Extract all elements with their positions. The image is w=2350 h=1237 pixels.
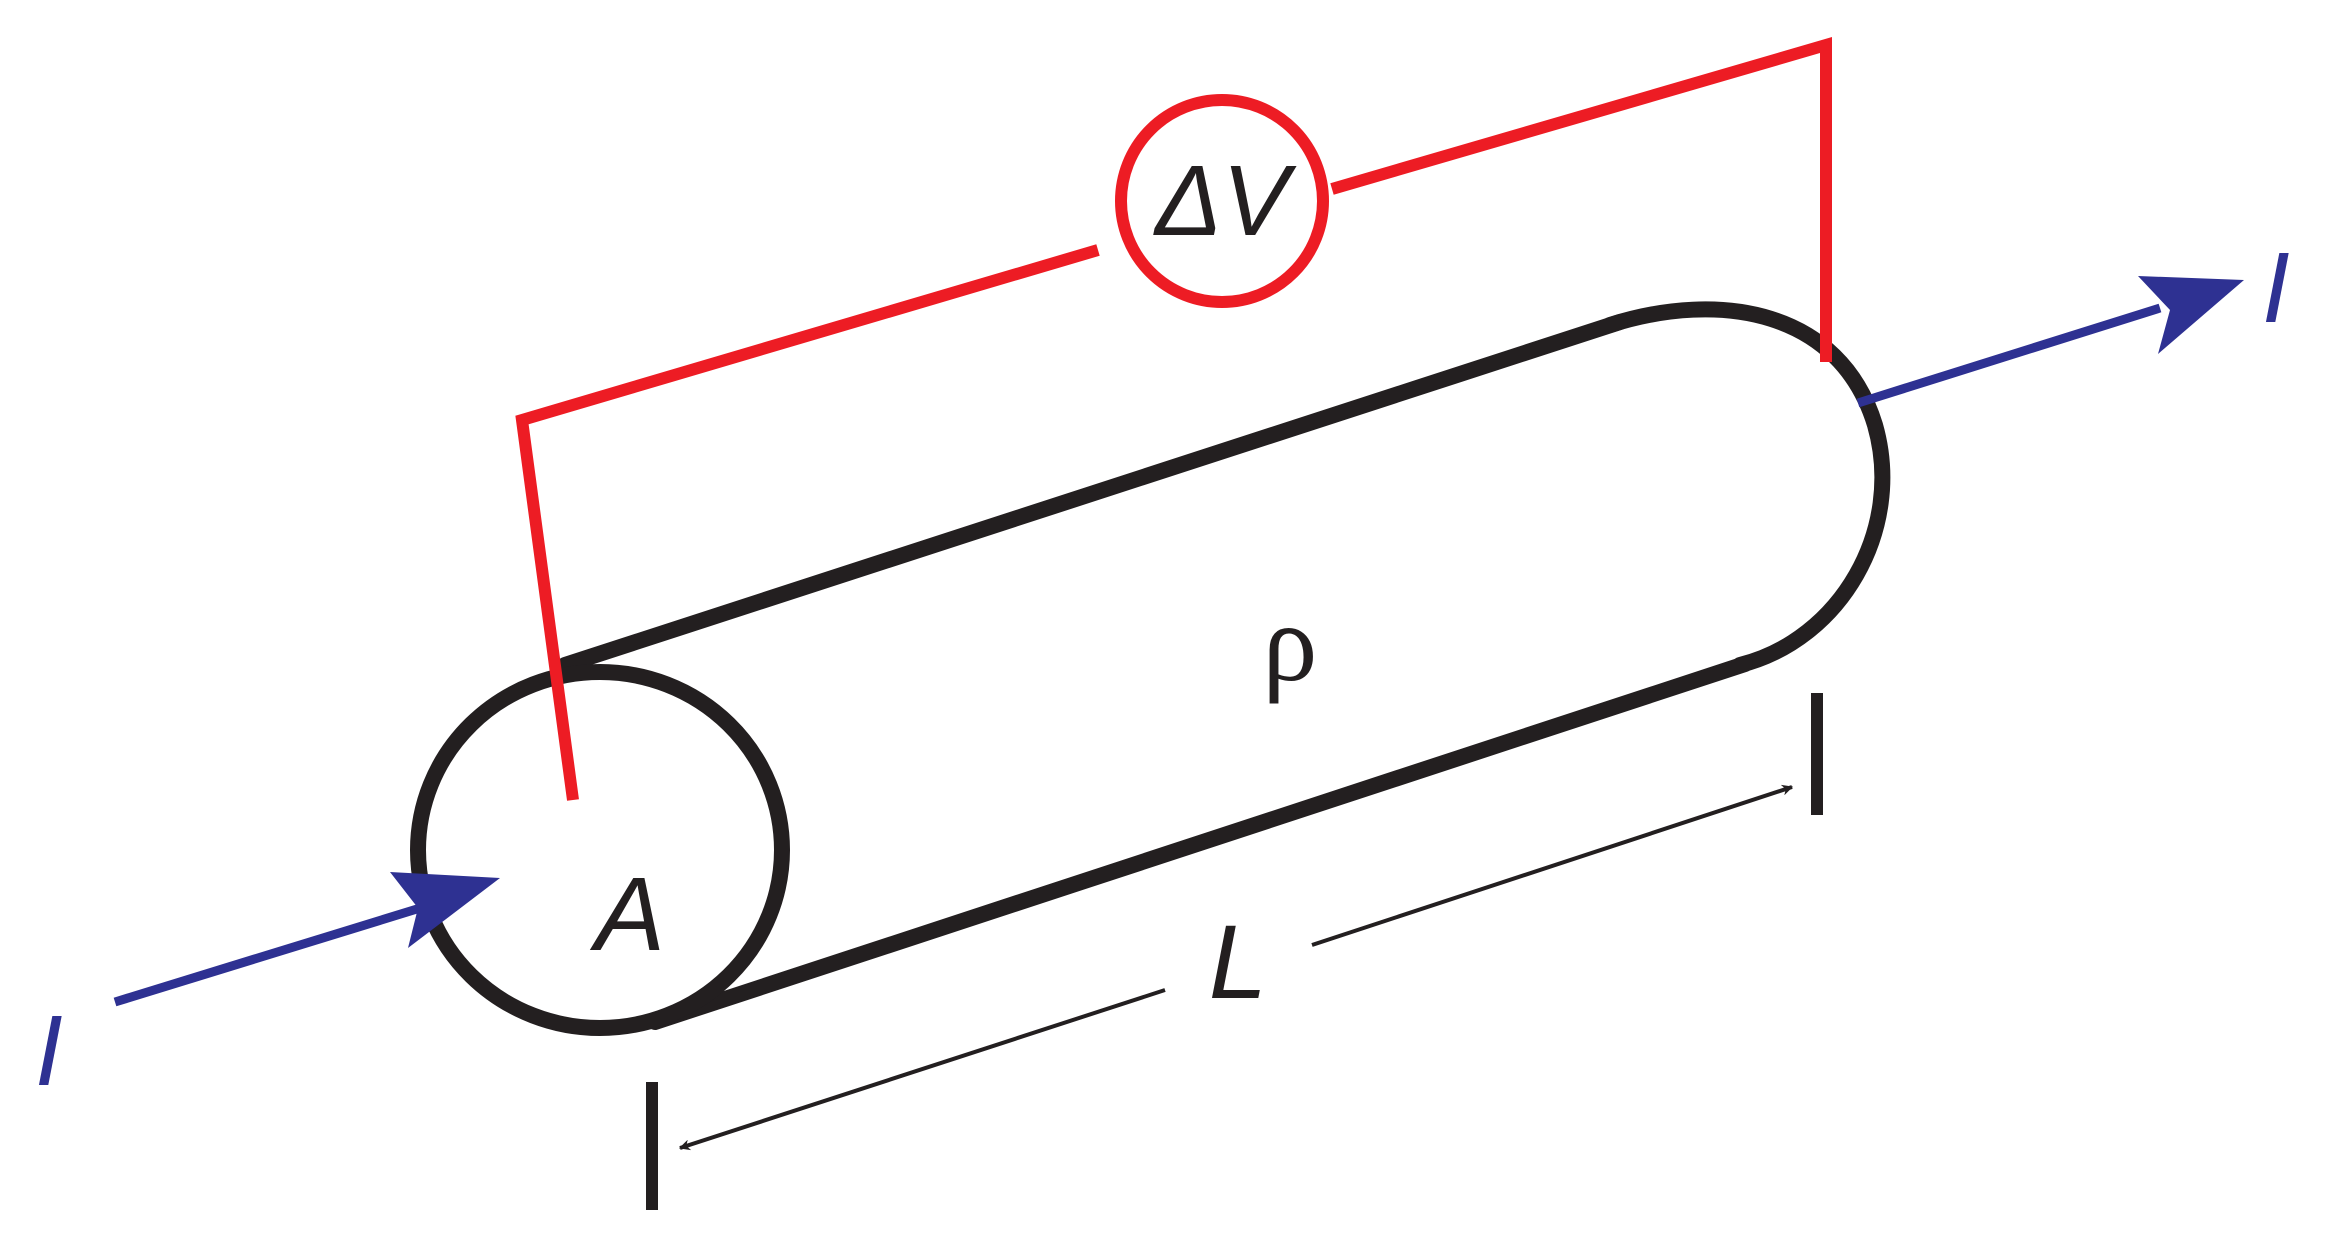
cylinder <box>410 301 1891 1036</box>
current-in-label: I <box>35 995 63 1107</box>
resistivity-label: ρ <box>1263 582 1318 704</box>
current-out-arrow-line <box>1856 303 2162 408</box>
voltage-label: ΔV <box>1153 145 1297 257</box>
current-out-label: I <box>2262 232 2290 344</box>
length-arrow-right <box>1311 784 1794 947</box>
length-arrow-left <box>678 988 1166 1151</box>
current-arrows: I I <box>35 232 2290 1107</box>
voltmeter-wire-right <box>1330 37 1832 362</box>
voltmeter <box>1115 94 1329 308</box>
length-dimension: L <box>646 693 1823 1210</box>
area-label: A <box>589 856 665 973</box>
current-in-arrowhead <box>390 872 500 948</box>
current-out-arrowhead <box>2138 276 2244 354</box>
cross-section-face <box>410 664 790 1036</box>
cylinder-right-cap <box>1602 301 1891 673</box>
current-in-arrow-line <box>113 900 432 1007</box>
cylinder-bottom-edge <box>647 656 1753 1030</box>
cylinder-top-edge <box>557 314 1628 673</box>
voltmeter-wire <box>515 244 1100 801</box>
voltmeter-circuit: ΔV <box>515 37 1832 801</box>
length-label: L <box>1209 904 1267 1021</box>
